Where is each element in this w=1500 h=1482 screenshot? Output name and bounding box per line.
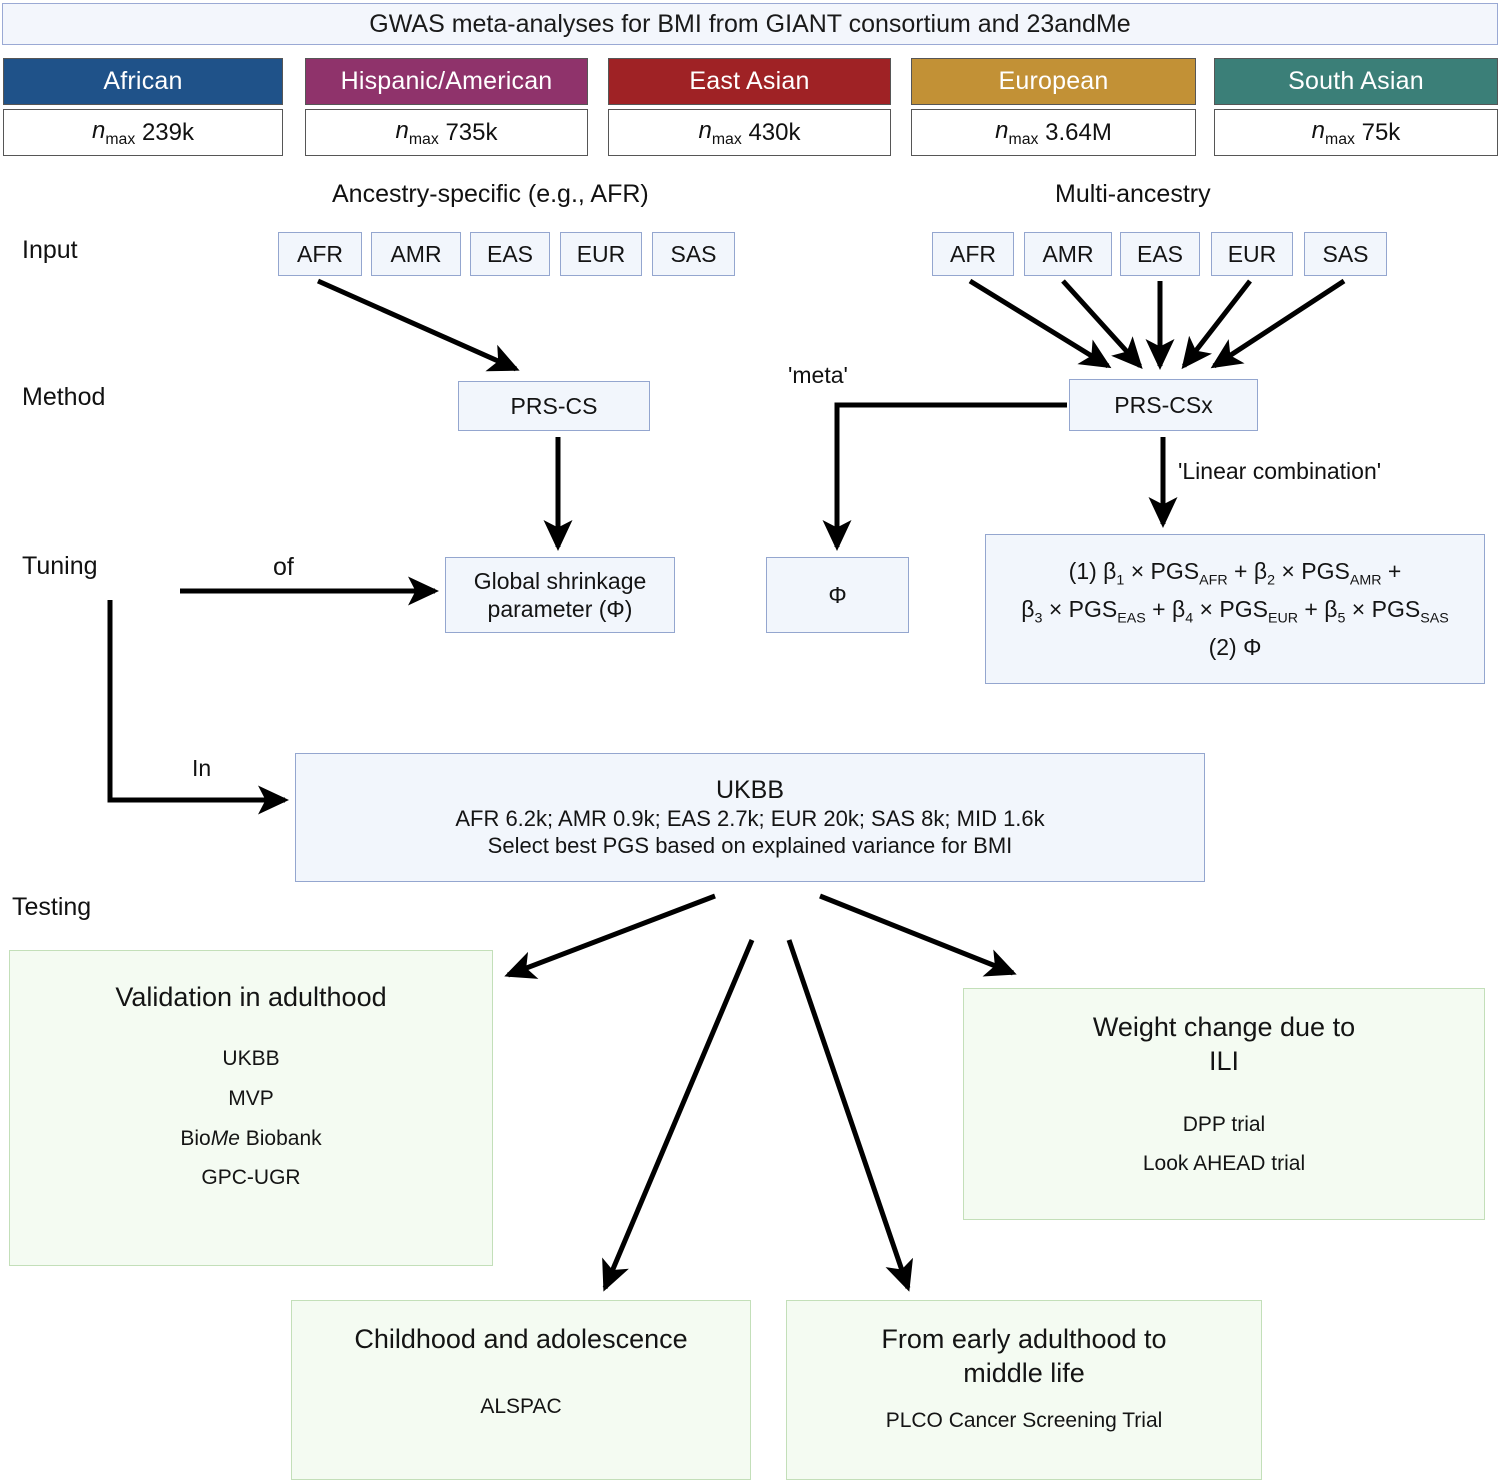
global-shrinkage-line-2: parameter (Φ) bbox=[487, 596, 633, 622]
edge-label-in: In bbox=[192, 755, 212, 781]
diagram-title: GWAS meta-analyses for BMI from GIANT co… bbox=[369, 9, 1131, 38]
nmax-value: 75k bbox=[1361, 118, 1401, 146]
ancestry-card-hispanic-american: Hispanic/American nmax 735k bbox=[305, 58, 588, 156]
input-node-left-amr[interactable]: AMR bbox=[371, 232, 461, 276]
ancestry-header-south-asian: South Asian bbox=[1214, 58, 1498, 105]
arrow-ukbb-to-from-early-adulthood-to-middle-life bbox=[786, 939, 913, 1292]
diagram-title-banner: GWAS meta-analyses for BMI from GIANT co… bbox=[2, 3, 1498, 45]
ancestry-nmax-european: nmax 3.64M bbox=[911, 109, 1196, 156]
nmax-value: 735k bbox=[445, 118, 498, 146]
ancestry-nmax-african: nmax 239k bbox=[3, 109, 283, 156]
testing-box-item: UKBB bbox=[222, 1046, 280, 1070]
tuning-node-linear-combination-equation[interactable]: (1) β1 × PGSAFR + β2 × PGSAMR + β3 × PGS… bbox=[985, 534, 1485, 684]
input-node-left-eur[interactable]: EUR bbox=[560, 232, 642, 276]
equation-line-2: β3 × PGSEAS + β4 × PGSEUR + β5 × PGSSAS bbox=[1021, 595, 1449, 627]
arrow-sas-to-prs-csx bbox=[1210, 278, 1346, 369]
tuning-node-ukbb[interactable]: UKBB AFR 6.2k; AMR 0.9k; EAS 2.7k; EUR 2… bbox=[295, 753, 1205, 882]
testing-box-title: Weight change due to ILI bbox=[1092, 1012, 1356, 1076]
testing-box-item: Look AHEAD trial bbox=[1142, 1152, 1306, 1176]
ancestry-card-south-asian: South Asian nmax 75k bbox=[1214, 58, 1498, 156]
testing-box-item: MVP bbox=[228, 1086, 274, 1110]
nmax-symbol: nmax bbox=[995, 116, 1039, 148]
arrow-eur-to-prs-csx bbox=[1181, 279, 1252, 370]
testing-box-item: GPC-UGR bbox=[201, 1166, 301, 1190]
arrow-afr-to-prs-csx bbox=[968, 278, 1112, 369]
edge-label-of: of bbox=[273, 553, 294, 581]
column-heading-multi-ancestry: Multi-ancestry bbox=[1055, 180, 1211, 208]
ancestry-card-african: African nmax 239k bbox=[3, 58, 283, 156]
testing-box-title: Validation in adulthood bbox=[115, 982, 387, 1012]
testing-box-weight-change-due-to-ili[interactable]: Weight change due to ILI DPP trial Look … bbox=[963, 988, 1485, 1220]
input-node-right-eur[interactable]: EUR bbox=[1211, 232, 1293, 276]
testing-box-item: DPP trial bbox=[1182, 1112, 1266, 1136]
testing-box-validation-in-adulthood[interactable]: Validation in adulthood UKBB MVP BioMe B… bbox=[9, 950, 493, 1266]
ancestry-card-european: European nmax 3.64M bbox=[911, 58, 1196, 156]
arrow-ukbb-to-childhood-and-adolescence bbox=[602, 939, 755, 1292]
global-shrinkage-line-1: Global shrinkage bbox=[473, 567, 647, 594]
ancestry-name: African bbox=[103, 67, 183, 95]
arrow-afr-to-prs-cs bbox=[316, 278, 520, 372]
nmax-symbol: nmax bbox=[92, 116, 136, 148]
testing-box-item: PLCO Cancer Screening Trial bbox=[885, 1408, 1163, 1432]
ancestry-header-european: European bbox=[911, 58, 1196, 105]
input-node-right-amr[interactable]: AMR bbox=[1024, 232, 1112, 276]
ancestry-name: East Asian bbox=[689, 67, 810, 95]
ukbb-title: UKBB bbox=[715, 776, 785, 805]
testing-box-title: From early adulthood to middle life bbox=[881, 1324, 1167, 1388]
testing-box-childhood-and-adolescence[interactable]: Childhood and adolescence ALSPAC bbox=[291, 1300, 751, 1480]
equation-line-1: (1) β1 × PGSAFR + β2 × PGSAMR + bbox=[1068, 557, 1402, 589]
row-label-testing: Testing bbox=[12, 893, 92, 921]
row-label-tuning: Tuning bbox=[22, 552, 98, 580]
ancestry-nmax-hispanic-american: nmax 735k bbox=[305, 109, 588, 156]
nmax-value: 239k bbox=[141, 118, 194, 146]
method-node-prs-csx[interactable]: PRS-CSx bbox=[1069, 379, 1258, 431]
testing-box-item: BioMe Biobank bbox=[180, 1126, 322, 1150]
ancestry-name: Hispanic/American bbox=[340, 67, 553, 95]
ancestry-header-hispanic-american: Hispanic/American bbox=[305, 58, 588, 105]
testing-box-from-early-adulthood-to-middle-life[interactable]: From early adulthood to middle life PLCO… bbox=[786, 1300, 1262, 1480]
column-heading-ancestry-specific: Ancestry-specific (e.g., AFR) bbox=[332, 180, 649, 208]
ukbb-selection: Select best PGS based on explained varia… bbox=[487, 832, 1013, 858]
ancestry-header-african: African bbox=[3, 58, 283, 105]
input-node-right-afr[interactable]: AFR bbox=[932, 232, 1014, 276]
phi-symbol: Φ bbox=[828, 581, 847, 608]
ancestry-header-east-asian: East Asian bbox=[608, 58, 891, 105]
input-node-left-sas[interactable]: SAS bbox=[652, 232, 735, 276]
arrow-prs-csx-meta-to-phi bbox=[822, 402, 1067, 551]
testing-box-title: Childhood and adolescence bbox=[354, 1324, 688, 1354]
arrow-ukbb-to-weight-change-due-to-ili bbox=[819, 893, 1017, 977]
tuning-node-phi[interactable]: Φ bbox=[766, 557, 909, 633]
input-node-left-eas[interactable]: EAS bbox=[470, 232, 550, 276]
ukbb-counts: AFR 6.2k; AMR 0.9k; EAS 2.7k; EUR 20k; S… bbox=[455, 805, 1045, 831]
arrow-ukbb-to-validation-in-adulthood bbox=[504, 893, 716, 979]
equation-line-3: (2) Φ bbox=[1208, 633, 1262, 660]
ancestry-nmax-south-asian: nmax 75k bbox=[1214, 109, 1498, 156]
nmax-value: 3.64M bbox=[1045, 118, 1112, 146]
method-node-prs-cs[interactable]: PRS-CS bbox=[458, 381, 650, 431]
nmax-symbol: nmax bbox=[1311, 116, 1355, 148]
ancestry-card-east-asian: East Asian nmax 430k bbox=[608, 58, 891, 156]
testing-box-item: ALSPAC bbox=[480, 1394, 562, 1418]
ancestry-name: South Asian bbox=[1288, 67, 1424, 95]
ancestry-name: European bbox=[998, 67, 1109, 95]
input-node-left-afr[interactable]: AFR bbox=[278, 232, 362, 276]
row-label-method: Method bbox=[22, 383, 106, 411]
edge-label-meta: 'meta' bbox=[788, 362, 848, 388]
tuning-node-global-shrinkage[interactable]: Global shrinkage parameter (Φ) bbox=[445, 557, 675, 633]
ancestry-nmax-east-asian: nmax 430k bbox=[608, 109, 891, 156]
nmax-symbol: nmax bbox=[698, 116, 742, 148]
row-label-input: Input bbox=[22, 236, 78, 264]
edge-label-linear-combination: 'Linear combination' bbox=[1178, 458, 1382, 484]
input-node-right-sas[interactable]: SAS bbox=[1304, 232, 1387, 276]
nmax-value: 430k bbox=[748, 118, 801, 146]
input-node-right-eas[interactable]: EAS bbox=[1120, 232, 1200, 276]
nmax-symbol: nmax bbox=[395, 116, 439, 148]
equation-block: (1) β1 × PGSAFR + β2 × PGSAMR + β3 × PGS… bbox=[1021, 554, 1448, 664]
arrow-amr-to-prs-csx bbox=[1061, 279, 1143, 369]
